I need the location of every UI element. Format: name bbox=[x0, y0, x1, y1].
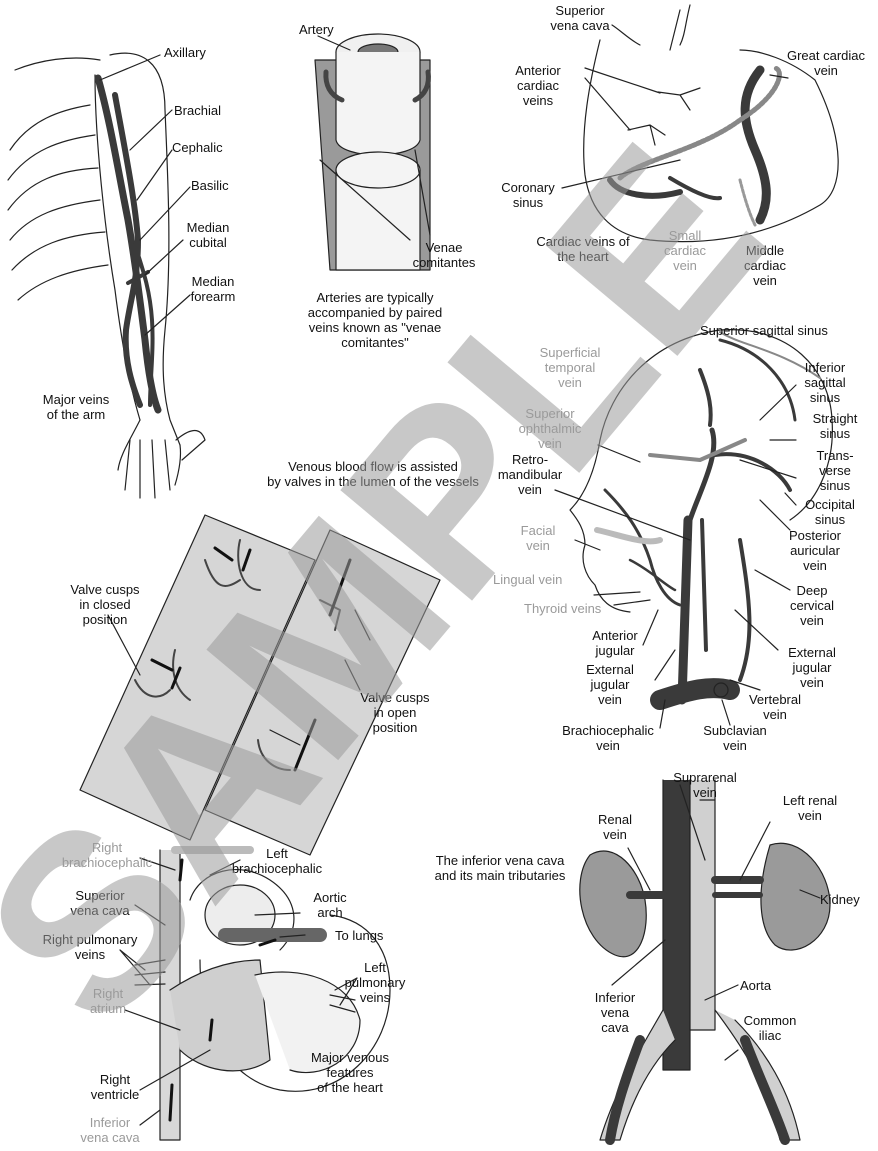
label-small-cardiac-vein: Small cardiac vein bbox=[655, 228, 715, 273]
label-facial-vein: Facial vein bbox=[508, 523, 568, 553]
label-basilic: Basilic bbox=[191, 178, 229, 193]
label-external-jugular-vein-right: External jugular vein bbox=[570, 662, 650, 707]
label-left-brachiocephalic: Left brachiocephalic bbox=[222, 846, 332, 876]
label-cardiac-svc: Superior vena cava bbox=[540, 3, 620, 33]
label-suprarenal-vein: Suprarenal vein bbox=[655, 770, 755, 800]
label-right-pulmonary-veins: Right pulmonary veins bbox=[25, 932, 155, 962]
label-aortic-arch: Aortic arch bbox=[300, 890, 360, 920]
comitantes-caption: Arteries are typically accompanied by pa… bbox=[300, 290, 450, 350]
label-artery: Artery bbox=[299, 22, 334, 37]
label-to-lungs: To lungs bbox=[335, 928, 383, 943]
ivc-caption: The inferior vena cava and its main trib… bbox=[425, 853, 575, 883]
label-coronary-sinus: Coronary sinus bbox=[493, 180, 563, 210]
label-axillary: Axillary bbox=[164, 45, 206, 60]
label-subclavian-vein: Subclavian vein bbox=[695, 723, 775, 753]
label-superficial-temporal-vein: Superficial temporal vein bbox=[535, 345, 605, 390]
label-cephalic: Cephalic bbox=[172, 140, 223, 155]
arm-caption: Major veins of the arm bbox=[26, 392, 126, 422]
label-deep-cervical-vein: Deep cervical vein bbox=[772, 583, 852, 628]
valves-illustration bbox=[80, 515, 440, 855]
label-thyroid-veins: Thyroid veins bbox=[524, 601, 601, 616]
label-brachial: Brachial bbox=[174, 103, 221, 118]
label-kidney: Kidney bbox=[820, 892, 860, 907]
cardiac-veins-illustration bbox=[562, 5, 838, 242]
label-retromandibular-vein: Retro- mandibular vein bbox=[490, 452, 570, 497]
label-brachiocephalic-vein: Brachiocephalic vein bbox=[553, 723, 663, 753]
label-heart-svc: Superior vena cava bbox=[60, 888, 140, 918]
label-median-forearm: Median forearm bbox=[183, 274, 243, 304]
label-right-ventricle: Right ventricle bbox=[80, 1072, 150, 1102]
label-inferior-sagittal-sinus: Inferior sagittal sinus bbox=[790, 360, 860, 405]
label-anterior-jugular: Anterior jugular bbox=[575, 628, 655, 658]
label-straight-sinus: Straight sinus bbox=[800, 411, 870, 441]
label-right-brachiocephalic: Right brachiocephalic bbox=[42, 840, 172, 870]
label-anterior-cardiac-veins: Anterior cardiac veins bbox=[508, 63, 568, 108]
label-great-cardiac-vein: Great cardiac vein bbox=[776, 48, 876, 78]
label-venae-comitantes: Venae comitantes bbox=[404, 240, 484, 270]
label-common-iliac: Common iliac bbox=[730, 1013, 810, 1043]
heart-caption: Major venous features of the heart bbox=[300, 1050, 400, 1095]
cardiac-caption: Cardiac veins of the heart bbox=[528, 234, 638, 264]
label-lingual-vein: Lingual vein bbox=[493, 572, 562, 587]
label-aorta: Aorta bbox=[740, 978, 771, 993]
label-superior-ophthalmic-vein: Superior ophthalmic vein bbox=[510, 406, 590, 451]
label-left-pulmonary-veins: Left pulmonary veins bbox=[335, 960, 415, 1005]
valves-caption: Venous blood flow is assisted by valves … bbox=[258, 459, 488, 489]
label-heart-ivc: Inferior vena cava bbox=[75, 1115, 145, 1145]
label-external-jugular-vein-left: External jugular vein bbox=[772, 645, 852, 690]
label-valve-cusps-closed: Valve cusps in closed position bbox=[60, 582, 150, 627]
arm-illustration bbox=[8, 53, 205, 498]
label-transverse-sinus: Trans- verse sinus bbox=[800, 448, 870, 493]
label-median-cubital: Median cubital bbox=[178, 220, 238, 250]
label-inferior-vena-cava: Inferior vena cava bbox=[585, 990, 645, 1035]
label-superior-sagittal-sinus: Superior sagittal sinus bbox=[700, 323, 828, 338]
label-posterior-auricular-vein: Posterior auricular vein bbox=[770, 528, 860, 573]
label-middle-cardiac-vein: Middle cardiac vein bbox=[735, 243, 795, 288]
label-right-atrium: Right atrium bbox=[78, 986, 138, 1016]
venae-comitantes-illustration bbox=[315, 34, 430, 270]
label-valve-cusps-open: Valve cusps in open position bbox=[350, 690, 440, 735]
label-occipital-sinus: Occipital sinus bbox=[790, 497, 870, 527]
label-renal-vein: Renal vein bbox=[590, 812, 640, 842]
label-left-renal-vein: Left renal vein bbox=[770, 793, 850, 823]
label-vertebral-vein: Vertebral vein bbox=[735, 692, 815, 722]
